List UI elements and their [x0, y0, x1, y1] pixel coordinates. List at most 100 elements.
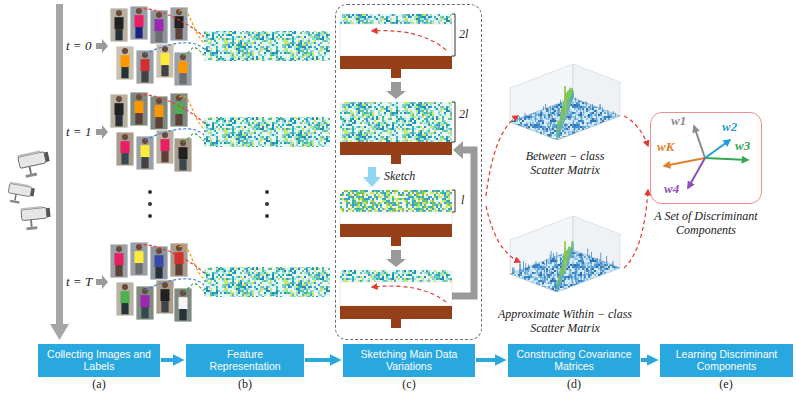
scatter-matrix-plot	[536, 277, 537, 280]
label-curve	[183, 48, 204, 56]
flow-arrows	[486, 116, 648, 268]
step-label: Feature Representation	[194, 348, 296, 372]
pedestrian-image	[135, 251, 144, 263]
scatter-matrix-plot	[587, 115, 588, 117]
scatter-matrix-plot	[544, 269, 545, 272]
ellipsis-dot	[265, 214, 269, 218]
scatter-matrix-plot	[554, 279, 555, 281]
flow-arrow	[305, 358, 338, 362]
dimension-label: 2l	[459, 28, 468, 42]
scatter-matrix-plot	[519, 270, 520, 277]
scatter-matrix-plot	[594, 263, 595, 265]
scatter-matrix-plot	[553, 275, 554, 281]
scatter-matrix-plot	[582, 254, 583, 260]
step-letter: (e)	[711, 378, 741, 392]
pedestrian-image	[116, 46, 134, 80]
scatter-matrix-plot	[553, 253, 554, 260]
scatter-matrix-plot	[570, 112, 571, 116]
discriminant-vectors	[705, 158, 748, 160]
sketch-matrices	[372, 31, 446, 50]
scatter-matrix-plot	[589, 255, 590, 261]
pedestrian-image	[136, 286, 154, 320]
scatter-matrix-plot	[560, 110, 561, 111]
scatter-matrix-plot	[581, 117, 582, 121]
pedestrian-image	[174, 288, 192, 322]
scatter-matrix-plot	[563, 283, 564, 285]
pedestrian-image	[122, 284, 128, 290]
scatter-matrix-plot	[596, 258, 597, 266]
scatter-matrix-plot	[587, 263, 588, 268]
scatter-matrix-plot	[556, 257, 557, 264]
pedestrian-image	[110, 94, 128, 128]
scatter-matrix-plot	[544, 114, 545, 119]
pedestrian-image	[136, 136, 154, 170]
components-box: w1w2wKw3w4A Set of Discriminant Componen…	[650, 112, 762, 204]
scatter-matrix-plot	[599, 122, 600, 124]
scatter-matrix-plot	[569, 285, 570, 287]
feature-matrix	[204, 117, 330, 147]
pedestrian-image	[161, 65, 168, 76]
scatter-matrix-plot	[610, 116, 611, 117]
pedestrian-image	[170, 93, 188, 127]
sketch-matrices	[368, 167, 376, 177]
pedestrian-image	[116, 246, 122, 252]
pedestrian-image	[135, 15, 144, 27]
label-curve	[179, 246, 204, 279]
pedestrian-image	[135, 101, 144, 113]
scatter-matrix-plot	[542, 129, 543, 130]
discriminant-vectors	[664, 158, 705, 166]
scatter-matrix-plot	[557, 241, 573, 285]
pedestrian-image	[141, 295, 150, 307]
scatter-matrix-plot	[589, 112, 590, 113]
scatter-matrix-plot	[598, 262, 599, 268]
process-box: Sketching Main Data Variations	[343, 344, 475, 377]
process-box: Constructing Covariance Matrices	[508, 344, 640, 377]
scatter-matrix-plot	[535, 277, 536, 280]
scatter-matrix-plot	[541, 124, 542, 127]
scatter-matrix-plot	[592, 104, 593, 108]
scatter-matrix-plot	[603, 118, 604, 120]
scatter-matrix-plot	[590, 120, 591, 121]
label-curve	[179, 10, 204, 43]
scatter-matrix-plot	[560, 262, 561, 263]
pedestrian-image	[155, 255, 164, 267]
pedestrian-image	[135, 263, 142, 274]
scatter-matrix-plot	[512, 119, 513, 122]
scatter-matrix-plot	[583, 109, 584, 114]
scatter-matrix-plot	[613, 111, 614, 114]
label-curve	[179, 96, 204, 129]
scatter-matrix-plot	[600, 104, 601, 109]
scatter-matrix-plot	[551, 270, 552, 276]
pedestrian-image	[115, 253, 124, 265]
scatter-matrix-plot	[591, 117, 592, 118]
scatter-matrix-plot	[550, 132, 551, 138]
pedestrian-image	[156, 280, 174, 314]
flow-arrow	[476, 358, 503, 362]
scatter-matrix-plot	[534, 263, 535, 268]
scatter-matrix-plot	[601, 118, 602, 122]
scatter-matrix-plot	[552, 109, 553, 111]
scatter-matrix-plot	[587, 248, 588, 256]
scatter-matrix-plot	[579, 253, 580, 258]
step-label: Sketching Main Data Variations	[351, 348, 467, 372]
scatter-matrix-plot	[575, 272, 576, 278]
scatter-matrix-plot	[541, 130, 542, 131]
sketch-matrices	[340, 142, 452, 155]
pedestrian-image	[115, 265, 122, 276]
scatter-matrix-plot	[539, 126, 540, 128]
scatter-matrix-plot	[544, 267, 545, 271]
sketch-matrices	[340, 306, 452, 319]
sketch-matrices	[340, 224, 452, 237]
scatter-matrix-plot	[581, 278, 582, 282]
scatter-matrix-plot	[573, 120, 574, 126]
scatter-matrix-plot	[604, 262, 605, 266]
pedestrian-image	[136, 136, 154, 170]
pedestrian-image	[116, 282, 134, 316]
scatter-matrix-plot	[548, 134, 549, 135]
pedestrian-images	[96, 92, 330, 172]
scatter-matrix-plot	[545, 104, 546, 109]
pedestrian-image	[170, 7, 188, 41]
sketch-matrices	[340, 190, 452, 212]
scatter-matrix-plot	[544, 274, 545, 278]
camera-icon	[17, 149, 52, 179]
